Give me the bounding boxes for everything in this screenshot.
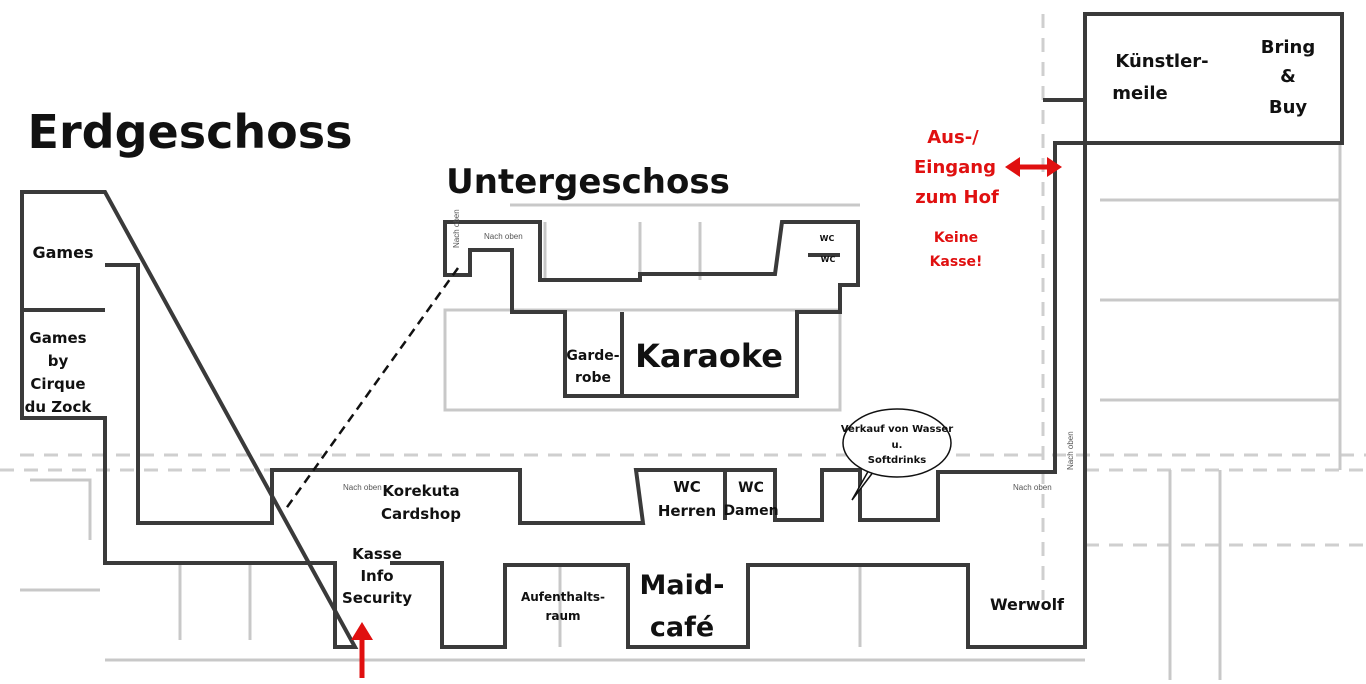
svg-text:Aufenthalts-: Aufenthalts- xyxy=(521,590,605,604)
stairs-label: Nach oben xyxy=(452,209,461,248)
svg-text:&: & xyxy=(1280,66,1296,87)
courtyard-exit-label: Aus-/ Eingang zum Hof xyxy=(914,127,999,208)
svg-text:Aus-/: Aus-/ xyxy=(927,127,979,148)
room-cardshop[interactable]: Korekuta Cardshop xyxy=(381,482,461,523)
stair-connector-line xyxy=(283,267,460,511)
svg-text:Maid-: Maid- xyxy=(640,570,725,601)
title-untergeschoss: Untergeschoss xyxy=(446,162,730,202)
svg-text:meile: meile xyxy=(1112,83,1168,104)
svg-text:café: café xyxy=(650,612,714,643)
svg-text:Eingang: Eingang xyxy=(914,157,996,178)
background-plan xyxy=(0,14,1366,680)
title-erdgeschoss: Erdgeschoss xyxy=(28,105,353,159)
svg-text:Kasse!: Kasse! xyxy=(930,254,983,270)
svg-text:Korekuta: Korekuta xyxy=(382,482,459,500)
stairs-label: Nach oben xyxy=(1066,431,1075,470)
svg-text:Garde-: Garde- xyxy=(566,348,619,364)
svg-text:Bring: Bring xyxy=(1261,37,1315,58)
room-bring-buy[interactable]: Bring & Buy xyxy=(1261,37,1315,118)
room-games-cirque[interactable]: Games by Cirque du Zock xyxy=(25,329,93,416)
room-garderobe[interactable]: Garde- robe xyxy=(566,348,619,386)
entrance-arrow-icon xyxy=(351,622,373,678)
svg-text:Damen: Damen xyxy=(723,503,778,519)
callout-drinks: Verkauf von Wasser u. Softdrinks xyxy=(841,408,953,501)
svg-text:Security: Security xyxy=(342,589,412,607)
room-wc-damen[interactable]: WC Damen xyxy=(723,480,778,519)
svg-text:Kasse: Kasse xyxy=(352,545,402,563)
svg-text:Cardshop: Cardshop xyxy=(381,505,461,523)
svg-text:raum: raum xyxy=(545,609,580,623)
room-maidcafe[interactable]: Maid- café xyxy=(640,570,725,643)
room-wc-herren[interactable]: WC Herren xyxy=(658,478,716,520)
stairs-label: Nach oben xyxy=(484,232,523,241)
svg-text:u.: u. xyxy=(892,440,903,451)
stairs-label: Nach oben xyxy=(1013,483,1052,492)
svg-text:Games: Games xyxy=(29,329,86,347)
svg-text:by: by xyxy=(48,352,69,370)
svg-text:Cirque: Cirque xyxy=(30,375,85,393)
room-werwolf[interactable]: Werwolf xyxy=(990,595,1065,614)
stairs-label: Nach oben xyxy=(343,483,382,492)
room-wc-basement-1: WC xyxy=(820,234,835,243)
no-register-label: Keine Kasse! xyxy=(930,230,983,270)
svg-text:du Zock: du Zock xyxy=(25,398,93,416)
basement-walls xyxy=(443,220,860,398)
svg-text:zum Hof: zum Hof xyxy=(915,187,999,208)
svg-text:Keine: Keine xyxy=(934,230,978,246)
svg-text:Herren: Herren xyxy=(658,502,716,520)
room-wc-basement-2: WC xyxy=(821,255,836,264)
svg-text:robe: robe xyxy=(575,370,611,386)
svg-text:Info: Info xyxy=(360,567,393,585)
room-aufenthaltsraum[interactable]: Aufenthalts- raum xyxy=(521,590,605,623)
room-kasse[interactable]: Kasse Info Security xyxy=(342,545,412,607)
room-karaoke[interactable]: Karaoke xyxy=(635,337,783,375)
room-games[interactable]: Games xyxy=(33,243,94,262)
svg-text:Verkauf von Wasser: Verkauf von Wasser xyxy=(841,424,953,435)
room-kuenstlermeile[interactable]: Künstler- meile xyxy=(1112,51,1208,104)
svg-text:Softdrinks: Softdrinks xyxy=(868,455,926,466)
svg-text:Buy: Buy xyxy=(1269,97,1308,118)
ground-floor-walls xyxy=(20,12,1344,649)
svg-text:WC: WC xyxy=(738,480,764,496)
svg-text:WC: WC xyxy=(673,478,701,496)
svg-text:Künstler-: Künstler- xyxy=(1115,51,1208,72)
double-arrow-icon xyxy=(1005,157,1062,177)
